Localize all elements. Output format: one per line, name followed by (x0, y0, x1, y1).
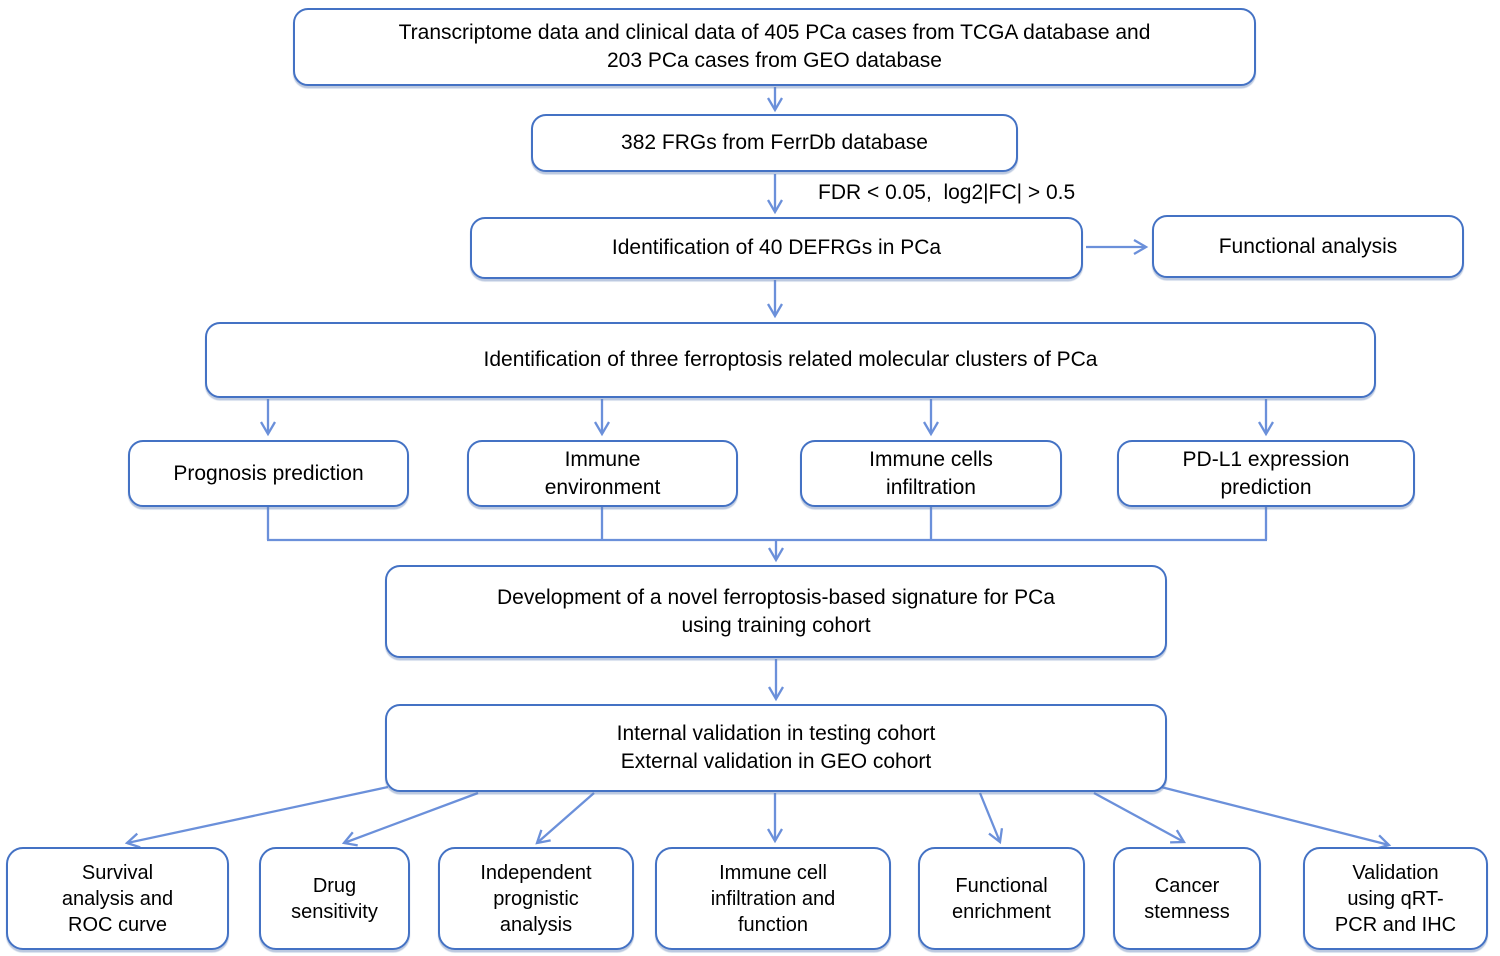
node-text-line: Immune cell (719, 861, 827, 884)
node-text-line: Independent (480, 861, 592, 884)
node-survival-roc: Survival analysis and ROC curve (6, 847, 229, 950)
arrow-validation-to-stemness (1093, 791, 1187, 844)
node-defrgs: Identification of 40 DEFRGs in PCa (470, 217, 1083, 279)
node-text-line: Identification of three ferroptosis rela… (483, 348, 1098, 372)
node-qrt-pcr-ihc: Validation using qRT- PCR and IHC (1303, 847, 1488, 950)
node-pdl1-expression: PD-L1 expression prediction (1117, 440, 1415, 507)
node-text-line: prediction (1220, 475, 1312, 499)
arrow-validation-to-qrtpcr (1160, 785, 1392, 850)
node-text-line: 382 FRGs from FerrDb database (621, 131, 928, 155)
node-text-line: analysis (499, 913, 573, 936)
node-text-line: function (737, 913, 809, 936)
node-text-line: using training cohort (681, 613, 871, 637)
deg-filter-criteria-label: FDR < 0.05, log2|FC| > 0.5 (818, 181, 1076, 204)
node-text-line: sensitivity (291, 900, 378, 923)
node-text-line: Transcriptome data and clinical data of … (398, 21, 1151, 45)
node-text-line: PCR and IHC (1334, 913, 1457, 936)
node-functional-analysis: Functional analysis (1152, 215, 1464, 278)
arrow-validation-to-survival (124, 785, 389, 849)
node-immune-cell-function: Immune cell infiltration and function (655, 847, 891, 950)
node-text-line: Cancer (1154, 874, 1220, 897)
node-drug-sensitivity: Drug sensitivity (259, 847, 410, 950)
node-cancer-stemness: Cancer stemness (1113, 847, 1261, 950)
node-text-line: Development of a novel ferroptosis-based… (497, 585, 1055, 609)
node-immune-environment: Immune environment (467, 440, 738, 507)
node-text-line: Immune (564, 447, 641, 471)
node-text-line: ROC curve (68, 913, 167, 936)
node-text-line: Prognosis prediction (173, 461, 364, 485)
node-text-line: enrichment (952, 900, 1051, 923)
arrow-validation-to-independent (535, 792, 595, 845)
node-functional-enrichment: Functional enrichment (918, 847, 1085, 950)
node-text-line: PD-L1 expression (1182, 447, 1350, 471)
arrow-validation-to-enrichment (978, 792, 1004, 845)
node-validation: Internal validation in testing cohort Ex… (385, 704, 1167, 792)
node-text-line: infiltration (886, 475, 976, 499)
node-text-line: using qRT- (1347, 887, 1444, 910)
node-immune-cells-infiltration: Immune cells infiltration (800, 440, 1062, 507)
node-text-line: Functional analysis (1218, 234, 1398, 258)
node-text-line: stemness (1144, 900, 1230, 923)
node-text-line: infiltration and (710, 887, 836, 910)
node-transcriptome-data: Transcriptome data and clinical data of … (293, 8, 1256, 86)
node-text-line: analysis and (61, 887, 174, 910)
node-independent-prognostic: Independent prognistic analysis (438, 847, 634, 950)
node-text-line: External validation in GEO cohort (620, 750, 932, 773)
node-text-line: Identification of 40 DEFRGs in PCa (611, 236, 942, 260)
node-text-line: prognistic (493, 887, 579, 910)
node-frgs: 382 FRGs from FerrDb database (531, 114, 1018, 172)
node-text-line: Functional (955, 874, 1048, 897)
node-text-line: Immune cells (869, 447, 993, 471)
arrow-validation-to-drug (341, 791, 479, 847)
node-text-line: Internal validation in testing cohort (616, 722, 936, 746)
node-text-line: 203 PCa cases from GEO database (606, 49, 942, 72)
node-text-line: Validation (1352, 861, 1439, 884)
node-signature-development: Development of a novel ferroptosis-based… (385, 565, 1167, 658)
node-text-line: Survival (81, 861, 154, 884)
node-molecular-clusters: Identification of three ferroptosis rela… (205, 322, 1376, 398)
node-text-line: environment (544, 475, 661, 499)
node-text-line: Drug (312, 874, 357, 897)
node-prognosis-prediction: Prognosis prediction (128, 440, 409, 507)
